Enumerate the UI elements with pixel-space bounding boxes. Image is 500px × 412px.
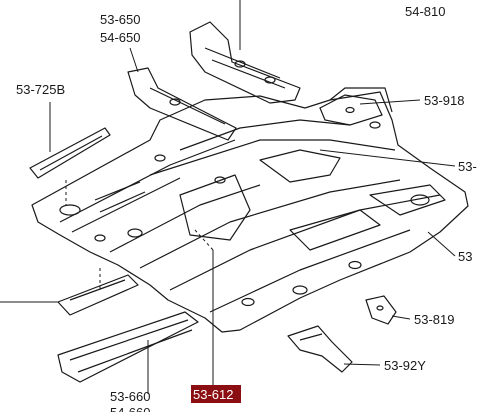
label-53-660: 53-660 <box>110 389 150 404</box>
label-54-660: 54-660 <box>110 405 150 412</box>
side-rail-left <box>29 127 111 179</box>
label-53-612[interactable]: 53-612 <box>193 387 233 402</box>
reinforcement-left <box>57 274 139 316</box>
highlighted-part-callout[interactable]: 53-612 <box>191 385 241 403</box>
label-53-cut: 53- <box>458 159 477 174</box>
label-54-650: 54-650 <box>100 30 140 45</box>
label-53-650: 53-650 <box>100 12 140 27</box>
label-53-819: 53-819 <box>414 312 454 327</box>
label-53-92y: 53-92Y <box>384 358 426 373</box>
label-54-810: 54-810 <box>405 4 445 19</box>
bracket-upper-right <box>319 94 383 126</box>
bracket-small <box>365 295 397 325</box>
cross-member-top <box>189 21 301 104</box>
floor-pan-main <box>31 87 469 333</box>
sill-reinforcement <box>57 311 199 383</box>
cross-member-left <box>127 67 237 141</box>
highlight-box <box>191 385 241 403</box>
bracket-large <box>287 325 353 373</box>
leader-lines <box>0 0 456 394</box>
label-53-918: 53-918 <box>424 93 464 108</box>
label-53-725b: 53-725B <box>16 82 65 97</box>
label-53-cut-lower: 53 <box>458 249 472 264</box>
